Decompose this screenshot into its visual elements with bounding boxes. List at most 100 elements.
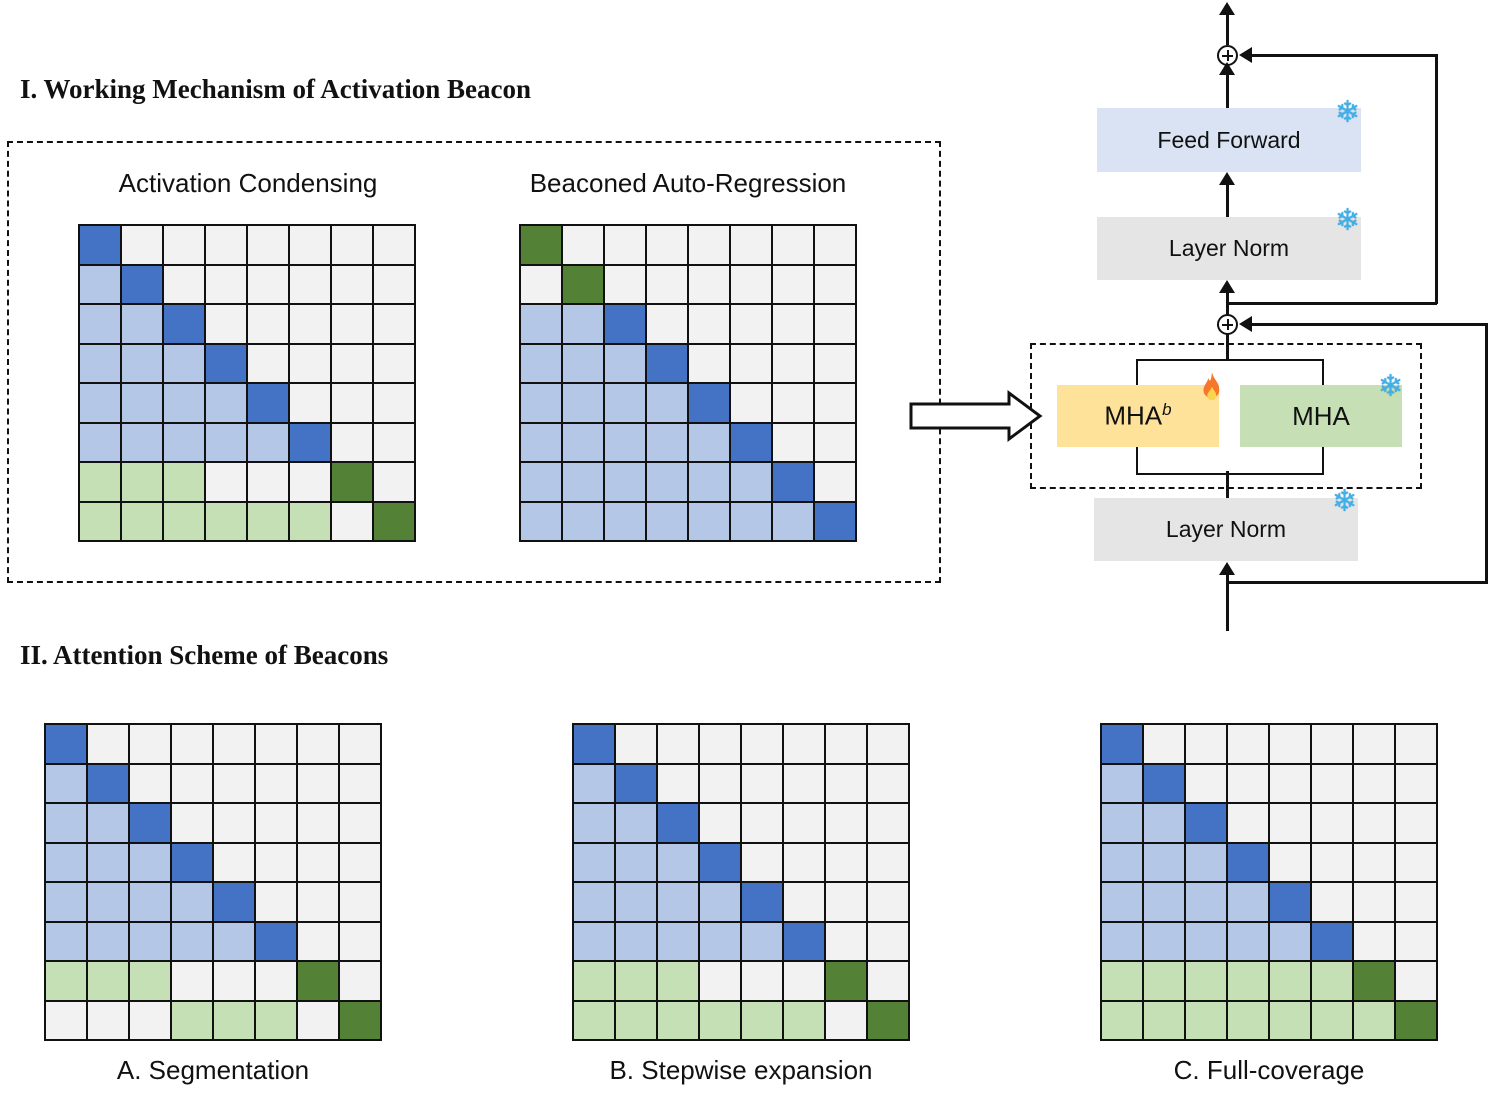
grid-cell-light-green <box>616 1001 656 1039</box>
grid-cell-light-blue <box>88 883 128 921</box>
grid-cell-empty <box>298 725 338 763</box>
grid-cell-light-blue <box>130 922 170 960</box>
grid-cell-light-blue <box>172 883 212 921</box>
grid-cell-light-blue <box>521 463 561 501</box>
residual1-right-line <box>1435 54 1438 304</box>
grid-cell-empty <box>731 265 771 303</box>
grid-cell-empty <box>784 843 824 881</box>
grid-cell-light-green <box>214 1001 254 1039</box>
grid-cell-empty <box>1396 843 1436 881</box>
grid-cell-empty <box>784 804 824 842</box>
grid-cell-dark-blue <box>122 265 162 303</box>
segmentation-label: A. Segmentation <box>116 1055 310 1085</box>
grid-cell-empty <box>172 725 212 763</box>
ff-to-add-arrowhead-icon <box>1219 62 1235 75</box>
grid-cell-empty <box>616 725 656 763</box>
grid-cell-empty <box>332 502 372 540</box>
grid-cell-empty <box>164 265 204 303</box>
grid-cell-empty <box>248 265 288 303</box>
big-hollow-arrow-icon <box>909 390 1043 442</box>
grid-cell-empty <box>88 725 128 763</box>
grid-cell-empty <box>563 226 603 264</box>
grid-cell-light-blue <box>700 883 740 921</box>
grid-cell-light-blue <box>1144 804 1184 842</box>
grid-cell-empty <box>172 764 212 802</box>
grid-cell-empty <box>340 883 380 921</box>
grid-cell-empty <box>1354 843 1394 881</box>
grid-cell-empty <box>290 344 330 382</box>
grid-cell-light-blue <box>773 502 813 540</box>
grid-cell-light-green <box>290 502 330 540</box>
grid-cell-dark-blue <box>206 344 246 382</box>
grid-cell-empty <box>374 226 414 264</box>
grid-cell-empty <box>868 804 908 842</box>
grid-cell-empty <box>340 922 380 960</box>
grid-cell-empty <box>868 883 908 921</box>
grid-cell-empty <box>1270 804 1310 842</box>
grid-cell-dark-green <box>1354 962 1394 1000</box>
grid-cell-light-blue <box>563 423 603 461</box>
stepwise-expansion-grid <box>572 723 910 1041</box>
grid-cell-light-blue <box>172 922 212 960</box>
grid-cell-empty <box>658 764 698 802</box>
grid-cell-light-blue <box>658 922 698 960</box>
grid-cell-empty <box>130 764 170 802</box>
grid-cell-dark-blue <box>784 922 824 960</box>
grid-cell-light-blue <box>563 463 603 501</box>
grid-cell-light-green <box>1270 1001 1310 1039</box>
grid-cell-empty <box>689 344 729 382</box>
grid-cell-empty <box>742 962 782 1000</box>
grid-cell-dark-blue <box>773 463 813 501</box>
grid-cell-light-blue <box>80 344 120 382</box>
feed-forward-block: Feed Forward <box>1097 108 1361 172</box>
grid-cell-dark-blue <box>574 725 614 763</box>
grid-cell-empty <box>332 423 372 461</box>
grid-cell-empty <box>374 463 414 501</box>
grid-cell-light-blue <box>1186 922 1226 960</box>
grid-cell-light-green <box>46 962 86 1000</box>
grid-cell-empty <box>290 463 330 501</box>
full-coverage-label: C. Full-coverage <box>1173 1055 1365 1085</box>
grid-cell-empty <box>1228 804 1268 842</box>
grid-cell-empty <box>298 1001 338 1039</box>
grid-cell-light-blue <box>130 883 170 921</box>
grid-cell-light-blue <box>689 463 729 501</box>
grid-cell-dark-green <box>298 962 338 1000</box>
grid-cell-light-blue <box>647 502 687 540</box>
grid-cell-light-blue <box>605 423 645 461</box>
grid-cell-light-green <box>130 962 170 1000</box>
grid-cell-empty <box>1396 922 1436 960</box>
grid-cell-light-green <box>1270 962 1310 1000</box>
grid-cell-light-green <box>88 962 128 1000</box>
section1-dashed-box <box>7 141 941 583</box>
grid-cell-light-green <box>616 962 656 1000</box>
grid-cell-light-green <box>1228 962 1268 1000</box>
grid-cell-empty <box>826 725 866 763</box>
grid-cell-light-blue <box>1228 883 1268 921</box>
grid-cell-light-blue <box>1186 883 1226 921</box>
grid-cell-light-green <box>248 502 288 540</box>
grid-cell-empty <box>689 305 729 343</box>
grid-cell-empty <box>784 883 824 921</box>
section1-title: I. Working Mechanism of Activation Beaco… <box>20 74 532 104</box>
grid-cell-empty <box>332 344 372 382</box>
grid-cell-light-green <box>122 502 162 540</box>
grid-cell-empty <box>214 764 254 802</box>
grid-cell-empty <box>164 226 204 264</box>
grid-cell-dark-blue <box>172 843 212 881</box>
grid-cell-dark-blue <box>1270 883 1310 921</box>
grid-cell-empty <box>1228 725 1268 763</box>
grid-cell-dark-blue <box>616 764 656 802</box>
grid-cell-light-green <box>1354 1001 1394 1039</box>
grid-cell-dark-blue <box>647 344 687 382</box>
grid-cell-empty <box>340 962 380 1000</box>
grid-cell-light-blue <box>164 344 204 382</box>
grid-cell-empty <box>742 764 782 802</box>
grid-cell-light-blue <box>1102 922 1142 960</box>
grid-cell-light-blue <box>658 883 698 921</box>
grid-cell-empty <box>256 843 296 881</box>
grid-cell-empty <box>214 962 254 1000</box>
grid-cell-dark-green <box>563 265 603 303</box>
activation-condensing-label: Activation Condensing <box>118 168 378 198</box>
layer-norm-bottom-label: Layer Norm <box>1165 516 1287 542</box>
